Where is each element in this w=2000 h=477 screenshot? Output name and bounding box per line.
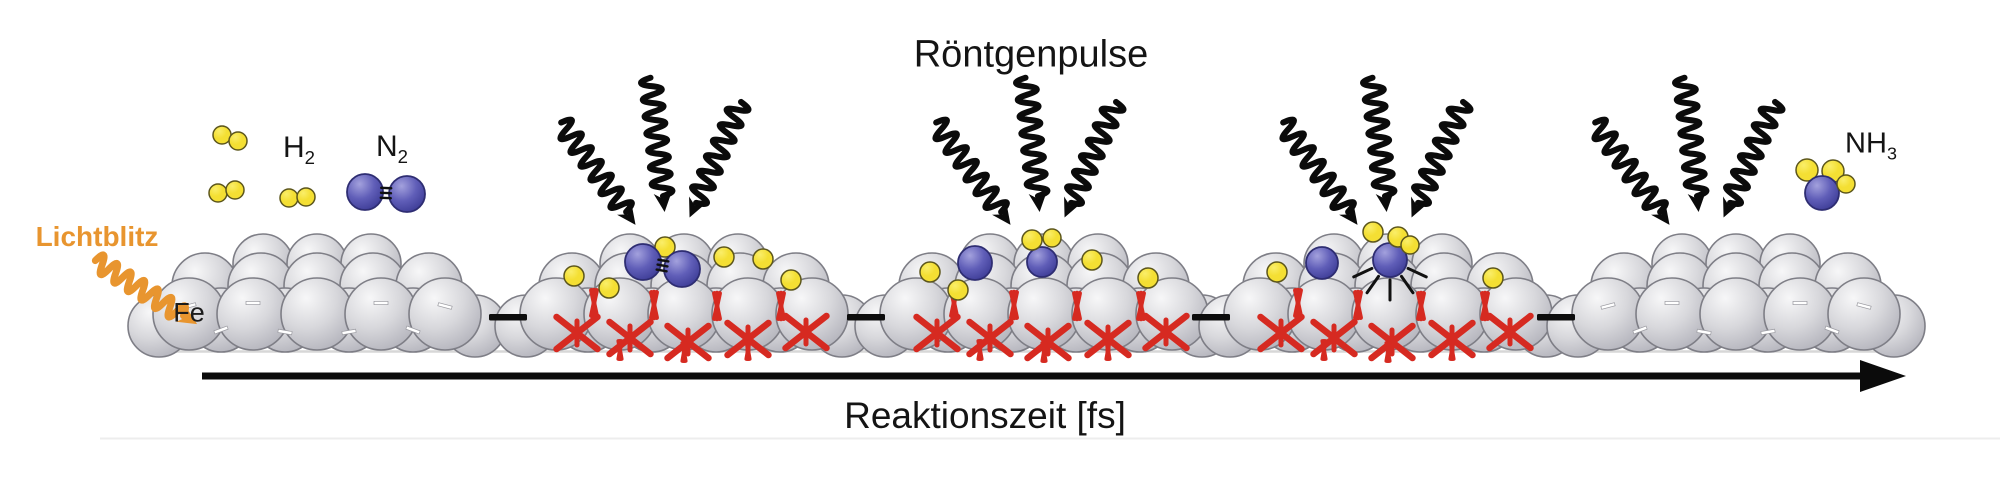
nh3-product-icon	[1795, 158, 1856, 211]
lattice-bond-ticks	[1600, 301, 1872, 336]
n2-base: N	[375, 130, 398, 163]
xray-pulse-right-icon	[1723, 98, 1786, 218]
stage-separator-dash	[1537, 314, 1575, 321]
fe-cluster-n2-adsorbed-excited	[494, 233, 874, 363]
desorption-burst-line	[1352, 266, 1374, 279]
xray-pulse-center-icon	[1013, 74, 1051, 212]
nh3-base: NH	[1845, 127, 1887, 160]
h2-molecule-icon	[208, 180, 245, 203]
timeline-axis-label: Reaktionszeit [fs]	[844, 395, 1126, 436]
xray-pulse-left-icon	[557, 116, 636, 225]
xray-pulse-center-icon	[638, 74, 676, 212]
fe-atom-label: Fe	[173, 297, 205, 328]
xray-pulse-left-icon	[1591, 116, 1670, 225]
stage-separator-dash	[489, 314, 527, 321]
xray-pulse-center-icon	[1672, 74, 1710, 212]
xray-pulse-left-icon	[1279, 116, 1358, 225]
adsorbates	[1266, 221, 1504, 302]
xray-pulse-center-icon	[1360, 74, 1398, 212]
h2-molecule-label: H2	[283, 131, 315, 169]
gas-molecules	[208, 125, 426, 213]
nh3-molecule-label: NH3	[1845, 128, 1897, 165]
xray-pulse-left-icon	[932, 116, 1011, 225]
h2-sub: 2	[304, 147, 316, 168]
stage-separator-dash	[1192, 314, 1230, 321]
page-title: Röntgenpulse	[913, 33, 1149, 76]
hot-lattice-excitation	[553, 287, 830, 363]
h2-molecule-icon	[212, 125, 248, 151]
fe-cluster-initial-cold-surface	[127, 233, 507, 358]
hot-lattice-excitation	[913, 287, 1190, 363]
n2-sub: 2	[397, 146, 409, 167]
desorption-burst-line	[1399, 274, 1415, 295]
n2-molecule-label: N2	[376, 130, 408, 168]
light-flash-arrow-icon	[91, 251, 198, 325]
lattice-bond-ticks	[181, 301, 453, 336]
light-flash-label: Lichtblitz	[35, 221, 159, 252]
desorption-burst-line	[1365, 274, 1381, 295]
xray-pulse-right-icon	[1411, 98, 1474, 218]
xray-pulse-right-icon	[1064, 98, 1127, 218]
hot-lattice-excitation	[1257, 287, 1534, 363]
fe-cluster-clean-surface-after	[1546, 233, 1926, 358]
fe-cluster-nh3-forming-desorbing	[1198, 221, 1578, 363]
h2-base: H	[282, 131, 305, 164]
fe-cluster-n2-dissociated	[854, 228, 1234, 363]
xray-pulse-right-icon	[689, 98, 752, 218]
n2-molecule-icon	[346, 173, 426, 213]
timeline-arrowhead-icon	[1860, 360, 1906, 392]
adsorbates	[919, 228, 1159, 301]
stage-separator-dash	[847, 314, 885, 321]
desorption-burst-line	[1406, 266, 1428, 279]
h2-molecule-icon	[279, 187, 316, 208]
nh3-sub: 3	[1886, 143, 1897, 164]
adsorbates	[563, 236, 802, 299]
